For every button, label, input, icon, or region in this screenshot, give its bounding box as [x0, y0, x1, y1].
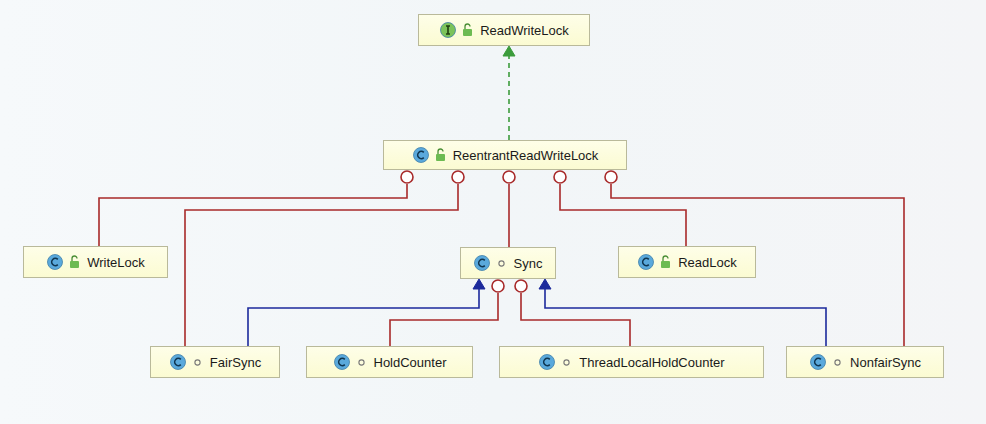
- class-glyph: [815, 358, 821, 365]
- public-lock-shackle: [438, 149, 443, 154]
- class-name: WriteLock: [87, 255, 145, 270]
- kind-badge: [334, 355, 349, 370]
- package-mark: [498, 261, 503, 266]
- class-icons: [412, 146, 448, 164]
- connector-line: [611, 184, 904, 346]
- class-box: WriteLock: [23, 246, 168, 278]
- class-box: Sync: [460, 247, 556, 279]
- connector-line: [390, 293, 498, 346]
- connector-line: [521, 293, 630, 346]
- class-glyph: [478, 259, 484, 266]
- inner-class-marker: [492, 280, 504, 292]
- public-lock-shackle: [465, 24, 470, 29]
- interface-box: ReadWriteLock: [418, 14, 590, 46]
- inner-class-link: [554, 171, 686, 246]
- interface-glyph: [446, 26, 450, 34]
- class-glyph: [338, 358, 344, 365]
- class-name: ReentrantReadWriteLock: [453, 148, 599, 163]
- class-name: HoldCounter: [374, 355, 447, 370]
- inner-class-link: [515, 280, 630, 346]
- class-name: Sync: [514, 256, 543, 271]
- connector-line: [248, 289, 479, 346]
- kind-badge: [413, 148, 428, 163]
- class-icons: [333, 353, 369, 371]
- class-icons: [473, 254, 509, 272]
- connector-line: [508, 56, 510, 140]
- class-name: ThreadLocalHoldCounter: [579, 355, 724, 370]
- inner-class-marker: [503, 171, 515, 183]
- class-icons: [637, 253, 673, 271]
- class-name: FairSync: [210, 355, 261, 370]
- class-box: FairSync: [150, 346, 280, 378]
- class-glyph: [52, 258, 58, 265]
- class-glyph: [544, 358, 550, 365]
- kind-badge: [441, 23, 456, 38]
- connector-line: [560, 184, 686, 246]
- connector-line: [185, 184, 458, 346]
- public-lock: [436, 154, 445, 161]
- package-mark: [564, 360, 569, 365]
- inner-class-link: [503, 171, 515, 247]
- class-glyph: [417, 151, 423, 158]
- class-box: NonfairSync: [786, 346, 944, 378]
- class-glyph: [643, 258, 649, 265]
- arrow-head: [473, 279, 485, 289]
- class-name: NonfairSync: [850, 355, 921, 370]
- kind-badge: [474, 256, 489, 271]
- kind-badge: [170, 355, 185, 370]
- inner-class-marker: [554, 171, 566, 183]
- inner-class-marker: [605, 171, 617, 183]
- class-icons: [46, 253, 82, 271]
- class-name: ReadWriteLock: [480, 23, 569, 38]
- kind-badge: [811, 355, 826, 370]
- extends-arrow: [539, 279, 826, 346]
- public-lock: [70, 261, 79, 268]
- inner-class-marker: [401, 171, 413, 183]
- class-box: ThreadLocalHoldCounter: [499, 346, 764, 378]
- class-box: ReadLock: [618, 246, 756, 278]
- inner-class-link: [99, 171, 413, 246]
- inner-class-marker: [452, 171, 464, 183]
- arrow-head: [503, 46, 515, 56]
- kind-badge: [48, 255, 63, 270]
- class-box: HoldCounter: [306, 346, 473, 378]
- connector-line: [508, 184, 510, 247]
- arrow-head: [539, 279, 551, 289]
- inner-class-link: [390, 280, 504, 346]
- inner-class-link: [605, 171, 904, 346]
- public-lock: [463, 29, 472, 36]
- class-name: ReadLock: [678, 255, 737, 270]
- package-mark: [835, 360, 840, 365]
- class-icons: [439, 21, 475, 39]
- class-glyph: [175, 358, 181, 365]
- implements-arrow: [503, 46, 515, 140]
- class-icons: [169, 353, 205, 371]
- public-lock-shackle: [72, 256, 77, 261]
- connector-line: [99, 184, 407, 246]
- public-lock: [661, 261, 670, 268]
- connector-line: [545, 289, 826, 346]
- kind-badge: [639, 255, 654, 270]
- class-box: ReentrantReadWriteLock: [383, 140, 627, 170]
- class-icons: [809, 353, 845, 371]
- public-lock-shackle: [663, 256, 668, 261]
- kind-badge: [540, 355, 555, 370]
- extends-arrow: [248, 279, 485, 346]
- inner-class-marker: [515, 280, 527, 292]
- package-mark: [358, 360, 363, 365]
- class-icons: [538, 353, 574, 371]
- package-mark: [195, 360, 200, 365]
